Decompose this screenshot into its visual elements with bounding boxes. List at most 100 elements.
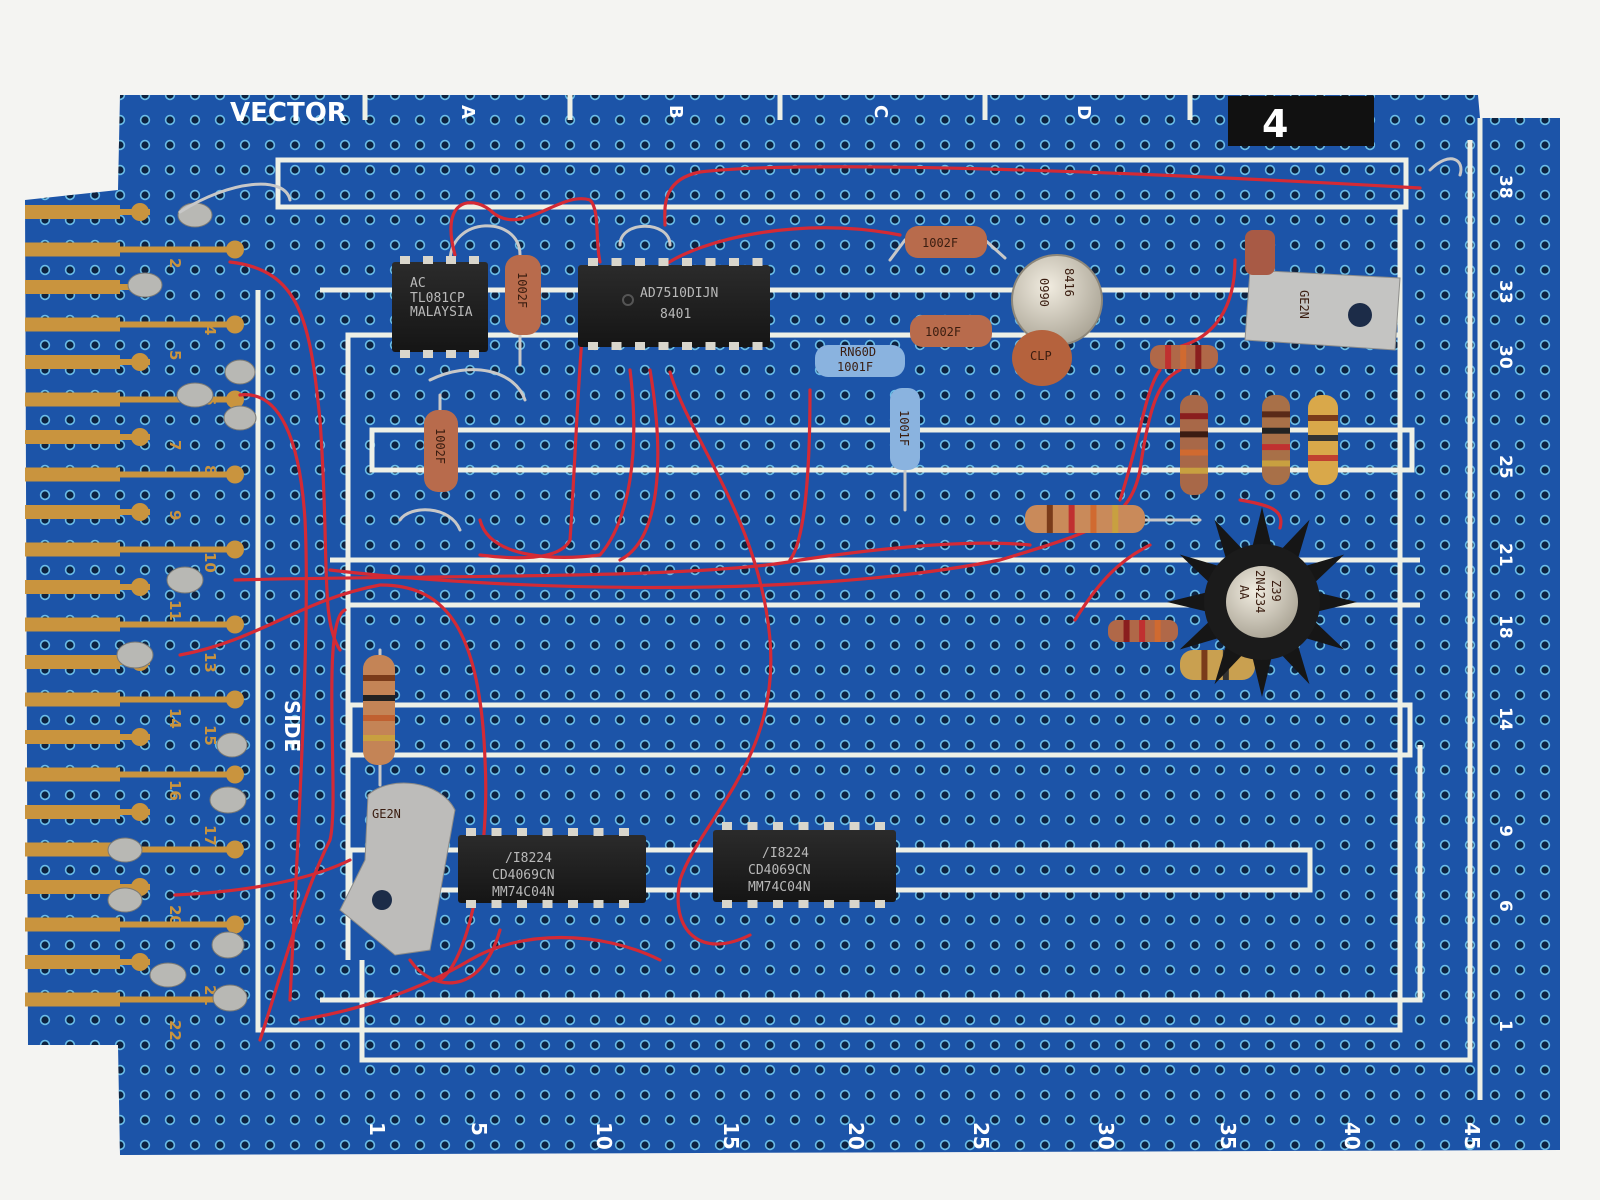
finger-pad bbox=[131, 728, 149, 746]
finger-pad bbox=[131, 428, 149, 446]
finger-pad bbox=[226, 915, 244, 934]
heatsink-fin bbox=[1303, 620, 1345, 650]
ic-pin bbox=[752, 258, 763, 266]
row-number: 30 bbox=[1495, 345, 1515, 369]
resistor bbox=[1108, 620, 1178, 642]
transistor-label: 8416 bbox=[1062, 268, 1076, 297]
edge-finger bbox=[25, 955, 120, 969]
edge-finger-number: 2 bbox=[166, 258, 184, 268]
edge-finger bbox=[25, 355, 120, 369]
ic-pin bbox=[619, 828, 629, 836]
ic-pin bbox=[588, 342, 598, 350]
resistor-band bbox=[1180, 413, 1208, 420]
column-labels: A B C D bbox=[457, 105, 1094, 120]
chip-text: MM74C04N bbox=[748, 880, 811, 895]
row-number: 18 bbox=[1495, 615, 1515, 639]
resistor-band bbox=[1201, 650, 1208, 680]
metal-can-transistor: 8416 0990 bbox=[1011, 254, 1103, 346]
ic-pin bbox=[491, 828, 502, 836]
ic-pin bbox=[752, 342, 763, 350]
finger-pad bbox=[226, 765, 244, 784]
edge-finger bbox=[25, 880, 120, 894]
ic-pin bbox=[824, 822, 834, 830]
edge-finger bbox=[25, 655, 120, 669]
resistor-band bbox=[1262, 427, 1290, 434]
edge-finger-number: 15 bbox=[201, 725, 219, 746]
row-number: 25 bbox=[1495, 455, 1515, 479]
resistor-band bbox=[1262, 460, 1290, 467]
ic-pin bbox=[773, 900, 783, 908]
resistor-band bbox=[1308, 415, 1338, 421]
resistor-band bbox=[1195, 345, 1202, 369]
ic-pin bbox=[400, 350, 410, 358]
capacitor-label: CLP bbox=[1030, 349, 1052, 363]
edge-finger bbox=[25, 917, 120, 932]
board-number-box bbox=[1228, 96, 1374, 146]
side-label: SIDE bbox=[280, 700, 304, 752]
ic-cd4069-1: /I8224 CD4069CN MM74C04N bbox=[458, 835, 646, 903]
resistor-band bbox=[1180, 345, 1187, 369]
ic-pin bbox=[635, 342, 645, 350]
heatsink-fin bbox=[1316, 592, 1357, 612]
ic-pin bbox=[491, 900, 502, 908]
resistor-1001f-blue-vertical: 1001F bbox=[890, 388, 920, 470]
finger-pad bbox=[131, 578, 149, 596]
chip-text: AD7510DIJN bbox=[640, 286, 718, 301]
column-label-d: D bbox=[1073, 105, 1094, 120]
resistor-body bbox=[363, 655, 395, 765]
ic-pin bbox=[446, 256, 456, 264]
finger-pad bbox=[131, 203, 149, 221]
solder-joints bbox=[107, 202, 257, 1012]
ic-pin bbox=[593, 900, 604, 908]
column-number: 10 bbox=[592, 1122, 616, 1150]
ic-pin bbox=[682, 258, 692, 266]
resistor-body bbox=[1180, 395, 1208, 495]
heatsink-fin bbox=[1179, 620, 1221, 650]
chip-text: MALAYSIA bbox=[410, 305, 473, 320]
resistor-label: 1001F bbox=[837, 360, 873, 374]
hole-grid bbox=[25, 95, 1560, 1155]
resistor-band bbox=[1180, 449, 1208, 456]
ic-pin bbox=[729, 258, 739, 266]
resistor-1002f-middle: 1002F bbox=[910, 315, 992, 347]
edge-finger bbox=[25, 242, 120, 257]
heatsink-fin bbox=[1167, 592, 1208, 612]
ic-pin bbox=[722, 900, 732, 908]
row-number: 21 bbox=[1495, 543, 1515, 567]
row-number: 14 bbox=[1495, 707, 1515, 731]
resistor-band bbox=[1068, 505, 1075, 533]
ic-pin bbox=[611, 258, 622, 266]
column-label-b: B bbox=[665, 105, 686, 119]
resistor-band bbox=[1154, 620, 1161, 642]
edge-finger bbox=[25, 392, 120, 407]
resistor-band bbox=[1180, 431, 1208, 438]
heatsink-fin bbox=[1280, 643, 1310, 685]
resistor-band bbox=[363, 695, 395, 701]
heatsink-fin bbox=[1252, 656, 1272, 697]
ic-pin bbox=[705, 342, 716, 350]
edge-finger bbox=[25, 805, 120, 819]
edge-finger-number: 5 bbox=[166, 350, 184, 360]
ic-cd4069-2: /I8224 CD4069CN MM74C04N bbox=[713, 830, 896, 902]
edge-finger-number: 13 bbox=[201, 652, 219, 673]
vector-brand-label: VECTOR bbox=[230, 98, 347, 128]
resistor-band bbox=[1308, 455, 1338, 461]
heatsink-fin bbox=[1179, 554, 1221, 584]
resistor-1002f-left: 1002F bbox=[424, 410, 458, 492]
ic-pin bbox=[466, 900, 476, 908]
color-band-resistors bbox=[363, 345, 1338, 765]
edge-finger-number: 8 bbox=[201, 465, 219, 475]
heatsink-fin bbox=[1214, 643, 1244, 685]
ic-pin bbox=[469, 350, 479, 358]
column-label-a: A bbox=[457, 105, 478, 119]
resistor-label: 1001F bbox=[897, 410, 911, 446]
bracket-label: GE2N bbox=[372, 807, 401, 821]
column-number: 25 bbox=[969, 1122, 993, 1150]
resistor-body bbox=[1262, 395, 1290, 485]
ic-pin bbox=[611, 342, 622, 350]
ic-pin bbox=[875, 822, 885, 830]
resistor-band bbox=[1262, 411, 1290, 418]
finger-pad bbox=[226, 465, 244, 484]
edge-finger-number: 4 bbox=[201, 325, 219, 335]
